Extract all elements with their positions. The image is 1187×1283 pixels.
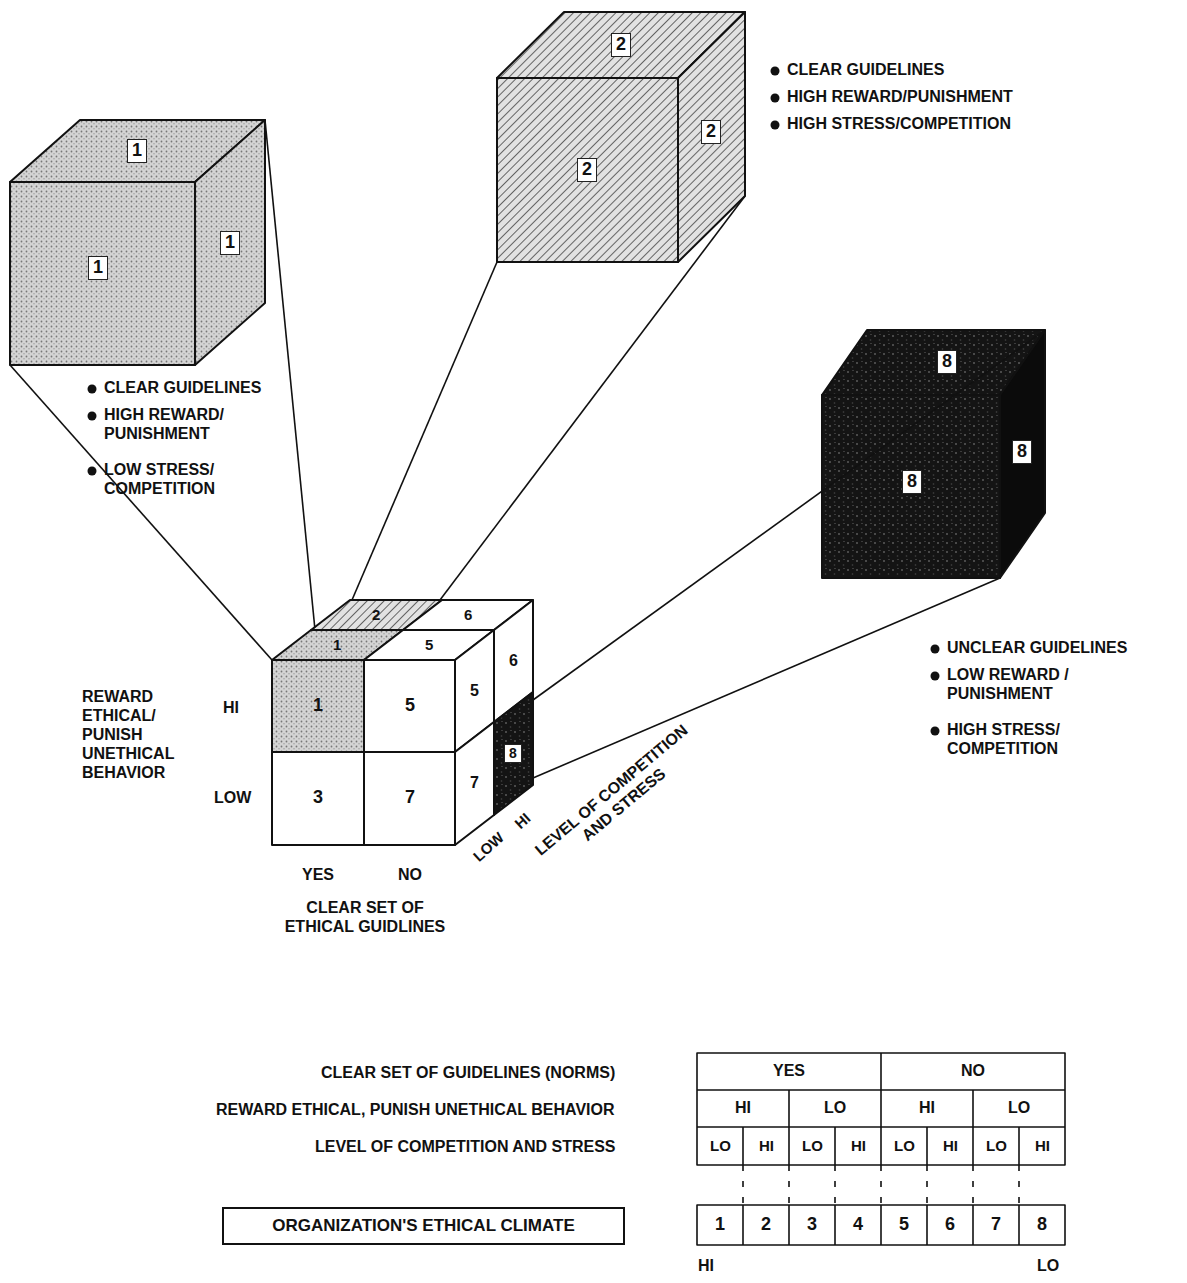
cell-number: 8 <box>504 744 522 763</box>
axis-label: CLEAR SET OF ETHICAL GUIDLINES <box>270 899 460 937</box>
callout-number: 2 <box>701 120 721 144</box>
cube-one <box>10 120 265 365</box>
callout-number: 8 <box>902 470 922 494</box>
climate-number: 6 <box>945 1214 955 1235</box>
row-heading: CLEAR SET OF GUIDELINES (NORMS) <box>321 1064 615 1083</box>
cell-number: 5 <box>405 695 415 716</box>
callout-number: 1 <box>127 139 147 163</box>
callout-number: 1 <box>88 256 108 280</box>
cell-number: 6 <box>509 652 518 671</box>
climate-number: 3 <box>807 1214 817 1235</box>
table-cell: HI <box>1035 1137 1050 1155</box>
axis-value: NO <box>398 866 422 885</box>
callout-number: 8 <box>937 350 957 374</box>
leader-lines <box>10 120 1045 778</box>
bullet-text: HIGH STRESS/COMPETITION <box>787 115 1011 134</box>
climate-number: 8 <box>1037 1214 1047 1235</box>
cell-number: 5 <box>470 682 479 701</box>
bullet-text: UNCLEAR GUIDELINES <box>947 639 1127 658</box>
axis-value: HI <box>223 699 239 718</box>
climate-number: 4 <box>853 1214 863 1235</box>
table-cell: HI <box>943 1137 958 1155</box>
callout-number: 2 <box>611 33 631 57</box>
climate-number: 2 <box>761 1214 771 1235</box>
climate-number: 1 <box>715 1214 725 1235</box>
axis-value: LOW <box>214 789 251 808</box>
cell-number: 7 <box>470 774 479 793</box>
table-cell: LO <box>710 1137 731 1155</box>
box-title: ORGANIZATION'S ETHICAL CLIMATE <box>272 1216 574 1236</box>
climate-number: 5 <box>899 1214 909 1235</box>
cell-number: 2 <box>372 606 380 624</box>
bullet-text: LOW STRESS/ COMPETITION <box>104 461 284 499</box>
callout-number: 8 <box>1012 440 1032 464</box>
cell-number: 1 <box>313 695 323 716</box>
climate-number: 7 <box>991 1214 1001 1235</box>
cell-number: 1 <box>333 636 341 654</box>
cell-number: 6 <box>464 606 472 624</box>
table-cell: NO <box>961 1062 985 1081</box>
callout-number: 2 <box>577 158 597 182</box>
axis-value: HI <box>511 809 534 832</box>
bullet-text: HIGH STRESS/ COMPETITION <box>947 721 1147 759</box>
bullet-text: HIGH REWARD/PUNISHMENT <box>787 88 1013 107</box>
cube-eight <box>822 330 1045 578</box>
table-cell: HI <box>851 1137 866 1155</box>
cube-two <box>497 12 745 262</box>
bullet-text: CLEAR GUIDELINES <box>787 61 944 80</box>
table-cell: HI <box>735 1099 751 1118</box>
axis-value: YES <box>302 866 334 885</box>
bullet-text: HIGH REWARD/ PUNISHMENT <box>104 406 284 444</box>
bullet-text: CLEAR GUIDELINES <box>104 379 284 398</box>
scale-end: LO <box>1037 1257 1059 1276</box>
table-cell: LO <box>824 1099 846 1118</box>
climate-box: ORGANIZATION'S ETHICAL CLIMATE <box>222 1207 625 1245</box>
callout-number: 1 <box>220 231 240 255</box>
axis-value: LOW <box>470 829 508 866</box>
table-cell: LO <box>894 1137 915 1155</box>
scale-end: HI <box>698 1257 714 1276</box>
table-cell: HI <box>919 1099 935 1118</box>
table-cell: HI <box>759 1137 774 1155</box>
cell-number: 3 <box>313 787 323 808</box>
climate-table <box>697 1053 1065 1245</box>
table-cell: LO <box>1008 1099 1030 1118</box>
bullet-dots <box>88 67 940 736</box>
row-heading: REWARD ETHICAL, PUNISH UNETHICAL BEHAVIO… <box>216 1101 615 1120</box>
table-cell: LO <box>986 1137 1007 1155</box>
table-cell: YES <box>773 1062 805 1081</box>
cell-number: 7 <box>405 787 415 808</box>
row-heading: LEVEL OF COMPETITION AND STRESS <box>315 1138 615 1157</box>
bullet-text: LOW REWARD / PUNISHMENT <box>947 666 1147 704</box>
table-cell: LO <box>802 1137 823 1155</box>
axis-label: LEVEL OF COMPETITION AND STRESS <box>529 719 706 876</box>
main-cube <box>272 600 533 845</box>
cell-number: 5 <box>425 636 433 654</box>
axis-label: REWARD ETHICAL/ PUNISH UNETHICAL BEHAVIO… <box>82 688 192 782</box>
